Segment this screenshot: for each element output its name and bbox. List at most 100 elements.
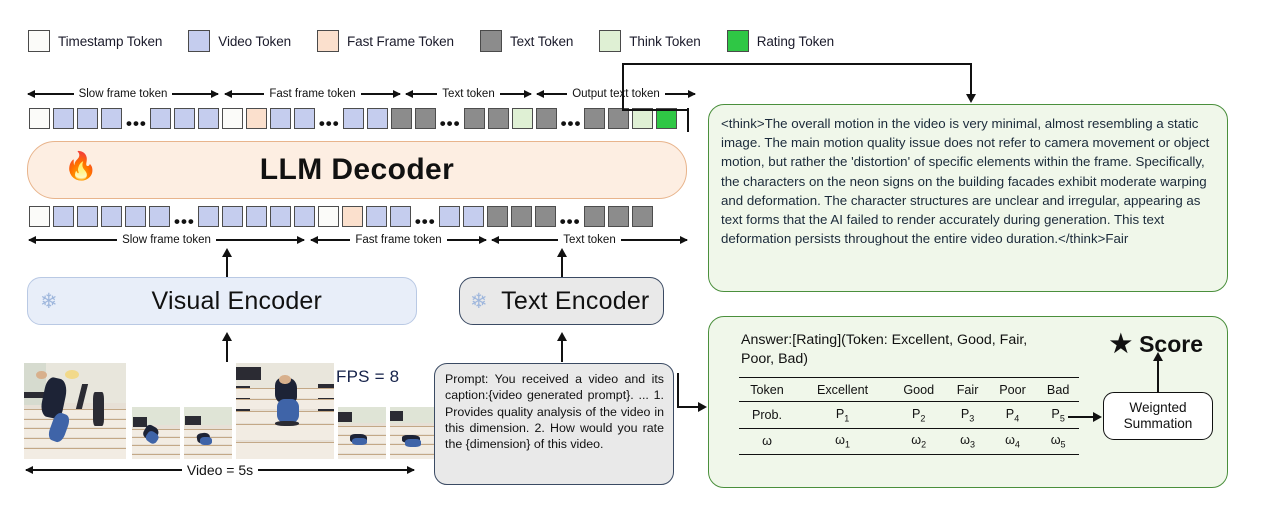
legend-item-rating-token: Rating Token	[726, 30, 834, 52]
token-text	[608, 108, 630, 129]
connector-table-to-weighted-sum	[1068, 411, 1102, 422]
token-video	[77, 206, 98, 227]
token-text	[414, 108, 436, 129]
square-swatch-icon	[317, 30, 340, 52]
square-swatch-icon	[726, 30, 749, 52]
score-text: Score	[1139, 331, 1203, 357]
video-frame-small-3	[338, 407, 386, 459]
token-video	[221, 206, 243, 227]
token-text	[510, 206, 532, 227]
arrow-right-icon	[499, 90, 533, 97]
arrow-right-icon	[215, 236, 306, 243]
token-timestamp	[29, 206, 50, 227]
token-video	[293, 108, 315, 129]
arrow-left-icon	[309, 236, 351, 243]
ellipsis-icon: •••	[560, 113, 582, 133]
token-video	[269, 206, 291, 227]
llm-decoder-block: 🔥 LLM Decoder	[27, 141, 687, 199]
table-cell: ω5	[1037, 427, 1079, 456]
think-output-text: <think>The overall motion in the video i…	[721, 116, 1210, 247]
token-video	[342, 108, 364, 129]
arrow-left-icon	[27, 236, 118, 243]
arrow-left-icon	[404, 90, 438, 97]
table-header-cell: Poor	[987, 377, 1038, 402]
video-frame-large-2	[236, 363, 334, 459]
table-row: Prob. P1 P2 P3 P4 P5	[739, 401, 1079, 429]
token-think	[511, 108, 533, 129]
span-label-output-text-token: Output text token	[535, 86, 697, 102]
span-label-slow-frame-token-input: Slow frame token	[27, 232, 306, 248]
legend-item-video-token: Video Token	[188, 30, 291, 52]
token-text	[584, 108, 606, 129]
connector-prompt-to-answer	[677, 401, 707, 412]
token-fast-frame	[245, 108, 267, 129]
arrow-text-encoder-to-tokens	[556, 248, 567, 277]
rating-probability-table: Token Excellent Good Fair Poor Bad Prob.…	[739, 377, 1079, 456]
token-video	[293, 206, 315, 227]
arrow-left-icon	[535, 90, 568, 97]
token-video	[269, 108, 291, 129]
legend-item-think-token: Think Token	[599, 30, 701, 52]
span-text: Slow frame token	[122, 234, 211, 246]
ellipsis-icon: •••	[174, 211, 195, 231]
input-token-row: ••• ••• •••	[29, 206, 656, 231]
token-video	[438, 206, 460, 227]
span-label-text-token-input: Text token	[490, 232, 689, 248]
table-cell: ω3	[947, 427, 988, 456]
arrow-right-icon	[172, 90, 219, 97]
think-output-box: <think>The overall motion in the video i…	[708, 104, 1228, 292]
table-row: ω ω1 ω2 ω3 ω4 ω5	[739, 427, 1079, 456]
square-swatch-icon	[479, 30, 502, 52]
video-frame-strip	[24, 363, 438, 459]
span-label-fast-frame-token-output: Fast frame token	[223, 86, 402, 102]
output-token-row: ••• ••• ••• •••	[29, 108, 680, 133]
prompt-box[interactable]: Prompt: You received a video and its cap…	[434, 363, 674, 485]
video-frame-small-4	[390, 407, 438, 459]
token-video	[389, 206, 411, 227]
token-video	[77, 108, 98, 129]
token-text	[463, 108, 485, 129]
legend-label: Timestamp Token	[58, 33, 163, 49]
answer-title: Answer:[Rating](Token: Excellent, Good, …	[741, 332, 1028, 367]
span-text: Video = 5s	[186, 462, 254, 478]
table-row-label: ω	[739, 427, 795, 456]
token-fast-frame	[341, 206, 363, 227]
token-video	[245, 206, 267, 227]
ellipsis-icon: •••	[559, 211, 581, 231]
arrow-visual-encoder-to-tokens	[221, 248, 232, 277]
table-header-row: Token Excellent Good Fair Poor Bad	[739, 377, 1079, 402]
fps-label: FPS = 8	[336, 367, 400, 386]
table-cell: P2	[890, 401, 948, 429]
arrow-left-icon	[25, 466, 182, 473]
square-swatch-icon	[599, 30, 622, 52]
token-video	[173, 108, 195, 129]
token-timestamp	[29, 108, 50, 129]
legend-item-fast-frame-token: Fast Frame Token	[317, 30, 454, 52]
span-label-text-token-output: Text token	[404, 86, 533, 102]
token-timestamp	[221, 108, 243, 129]
arrow-left-icon	[490, 236, 559, 243]
text-encoder-block: ❄ Text Encoder	[459, 277, 664, 325]
legend: Timestamp Token Video Token Fast Frame T…	[28, 28, 948, 54]
legend-label: Think Token	[629, 33, 701, 49]
snowflake-icon: ❄	[470, 289, 488, 313]
token-text	[583, 206, 605, 227]
table-header-cell: Token	[739, 377, 795, 402]
legend-label: Text Token	[509, 33, 574, 49]
table-row-label: Prob.	[739, 401, 795, 429]
token-timestamp	[317, 206, 339, 227]
token-text	[535, 108, 557, 129]
star-icon: ★	[1109, 330, 1133, 358]
token-video	[53, 108, 74, 129]
video-frame-small-2	[184, 407, 232, 459]
token-video	[197, 108, 219, 129]
connector-prompt-riser	[677, 373, 679, 407]
table-header-cell: Good	[890, 377, 948, 402]
visual-encoder-block: ❄ Visual Encoder	[27, 277, 417, 325]
arrow-right-icon	[446, 236, 488, 243]
connector-weighted-sum-to-score	[1152, 352, 1163, 392]
token-video	[101, 206, 122, 227]
table-cell: P1	[795, 401, 891, 429]
token-video	[197, 206, 219, 227]
legend-item-text-token: Text Token	[479, 30, 574, 52]
